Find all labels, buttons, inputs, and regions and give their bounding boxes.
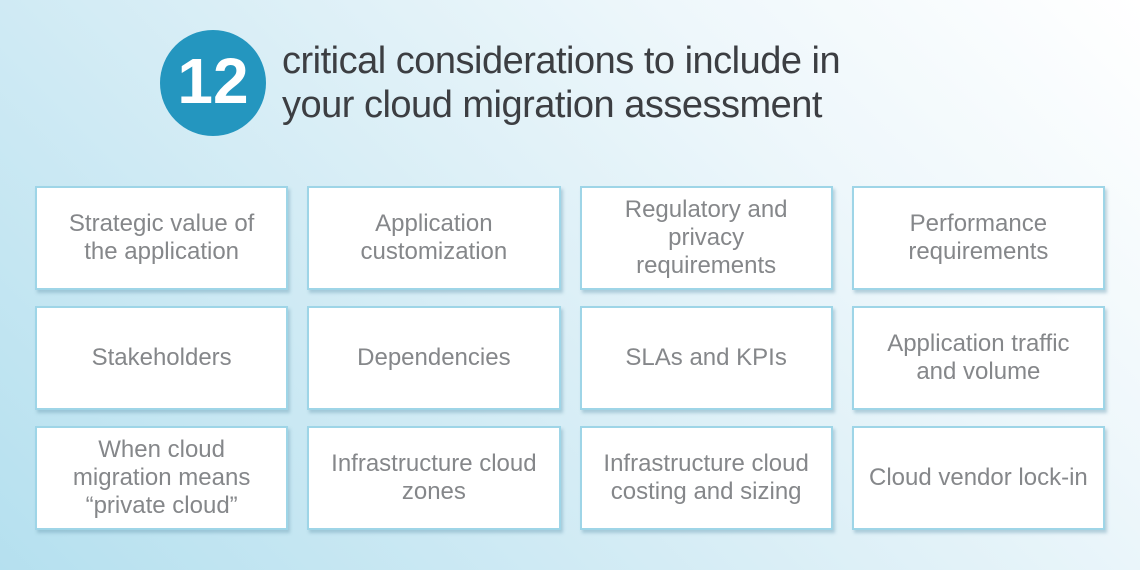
consideration-card: When cloud migration means “private clou…: [35, 426, 289, 530]
consideration-label: Performance requirements: [908, 210, 1049, 265]
consideration-card: Dependencies: [307, 306, 561, 410]
consideration-label: Application traffic and volume: [887, 330, 1070, 385]
consideration-card: Infrastructure cloud costing and sizing: [579, 426, 833, 530]
consideration-label: Regulatory and privacy requirements: [624, 196, 788, 279]
page-title: critical considerations to include in yo…: [282, 39, 841, 127]
consideration-card: Cloud vendor lock-in: [851, 426, 1105, 530]
consideration-label: Application customization: [360, 210, 508, 265]
consideration-label: Cloud vendor lock-in: [868, 464, 1088, 491]
consideration-card: Application traffic and volume: [851, 306, 1105, 410]
consideration-card: Stakeholders: [35, 306, 289, 410]
consideration-label: Infrastructure cloud costing and sizing: [603, 450, 809, 505]
page-title-line-2: your cloud migration assessment: [282, 84, 822, 126]
consideration-card: Strategic value of the application: [35, 186, 289, 290]
consideration-label: When cloud migration means “private clou…: [72, 436, 251, 519]
consideration-card: Infrastructure cloud zones: [307, 426, 561, 530]
consideration-card: Regulatory and privacy requirements: [579, 186, 833, 290]
header: 12 critical considerations to include in…: [160, 30, 841, 136]
consideration-card: Application customization: [307, 186, 561, 290]
consideration-label: Strategic value of the application: [68, 210, 255, 265]
consideration-label: Stakeholders: [91, 344, 232, 371]
consideration-label: Infrastructure cloud zones: [331, 450, 537, 505]
count-badge: 12: [160, 30, 266, 136]
count-badge-number: 12: [177, 45, 249, 117]
page-title-line-1: critical considerations to include in: [282, 40, 841, 82]
consideration-card: Performance requirements: [851, 186, 1105, 290]
consideration-card: SLAs and KPIs: [579, 306, 833, 410]
considerations-grid: Strategic value of the application Appli…: [35, 186, 1105, 530]
consideration-label: SLAs and KPIs: [625, 344, 787, 371]
consideration-label: Dependencies: [357, 344, 511, 371]
